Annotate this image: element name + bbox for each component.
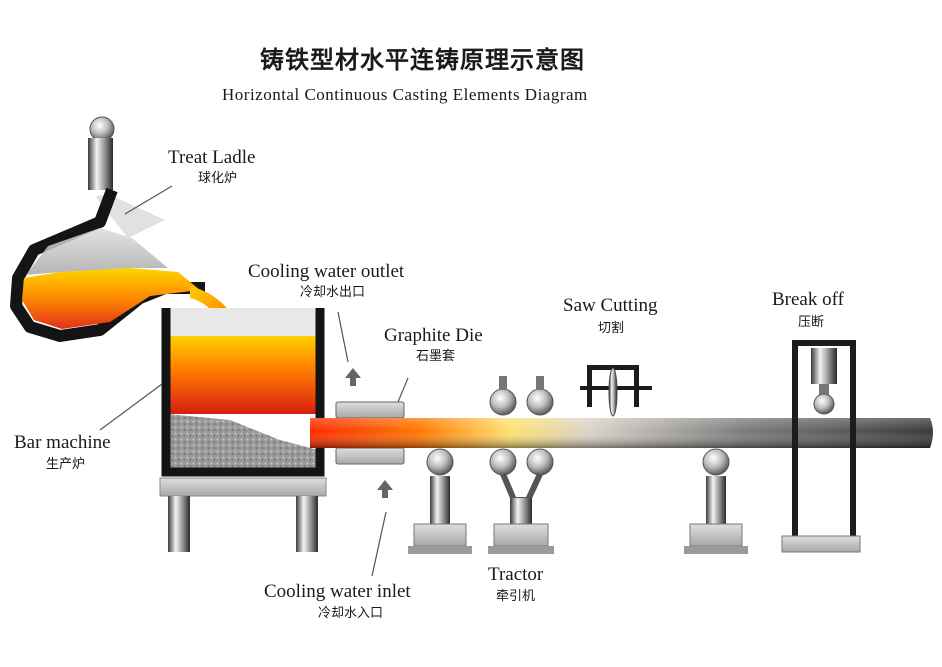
ladle-pulley: [89, 116, 115, 142]
saw-cutting-label: Saw Cutting: [563, 295, 658, 316]
furnace-sand: [168, 414, 318, 470]
graphite-die-label: Graphite Die: [384, 325, 483, 346]
press-cylinder: [811, 348, 837, 384]
support-roll-1: [408, 448, 472, 554]
tractor-label: Tractor: [488, 564, 544, 585]
inlet-arrow-icon: [377, 480, 393, 498]
support-roll-2: [684, 448, 748, 554]
furnace-top-space: [168, 308, 318, 338]
ladle-refractory: [26, 228, 168, 275]
tractor-label-cn: 牵引机: [496, 589, 536, 604]
saw-blade: [608, 367, 618, 417]
continuous-bar: [310, 418, 933, 448]
furnace-leg-left: [168, 496, 190, 552]
outlet-arrow-icon: [345, 368, 361, 386]
graphite-die: [335, 368, 405, 498]
saw-cutting-label-cn: 切割: [598, 321, 625, 336]
cooling-water-outlet-label-cn: 冷却水出口: [300, 285, 366, 300]
treat-ladle-label: Treat Ladle: [168, 147, 256, 168]
ladle-hanger: [88, 138, 113, 190]
leader-lines: [99, 185, 409, 577]
upper-rolls: [489, 376, 554, 416]
break-off-press: [781, 340, 861, 553]
cooling-water-inlet-label: Cooling water inlet: [264, 581, 411, 602]
bar-machine-label-cn: 生产炉: [46, 457, 86, 472]
furnace-wall: [161, 308, 325, 477]
treat-ladle-label-cn: 球化炉: [198, 171, 238, 186]
tractor: [408, 448, 748, 554]
graphite-die-label-cn: 石墨套: [416, 349, 456, 364]
bar-shading: [310, 418, 933, 448]
ladle-melt: [22, 268, 200, 329]
bar-machine: [159, 308, 327, 552]
press-roll: [813, 393, 835, 415]
break-off-label-cn: 压断: [798, 315, 825, 330]
furnace-stand-top: [159, 477, 327, 497]
upper-roll-left: [489, 388, 517, 416]
upper-cooling-jacket: [335, 401, 405, 419]
lower-cooling-jacket: [335, 447, 405, 465]
furnace-melt: [168, 336, 318, 414]
title-chinese: 铸铁型材水平连铸原理示意图: [260, 46, 585, 74]
upper-roll-stem-right: [536, 376, 544, 390]
treat-ladle: [10, 116, 205, 342]
upper-roll-right: [526, 388, 554, 416]
saw-cutter: [580, 365, 652, 417]
cooling-water-outlet-label: Cooling water outlet: [248, 261, 405, 282]
furnace-leg-right: [296, 496, 318, 552]
title-english: Horizontal Continuous Casting Elements D…: [222, 85, 588, 104]
break-off-label: Break off: [772, 289, 844, 310]
tractor-rolls: [488, 448, 554, 554]
bar-machine-label: Bar machine: [14, 432, 111, 453]
upper-roll-stem-left: [499, 376, 507, 390]
cooling-water-inlet-label-cn: 冷却水入口: [318, 606, 384, 621]
